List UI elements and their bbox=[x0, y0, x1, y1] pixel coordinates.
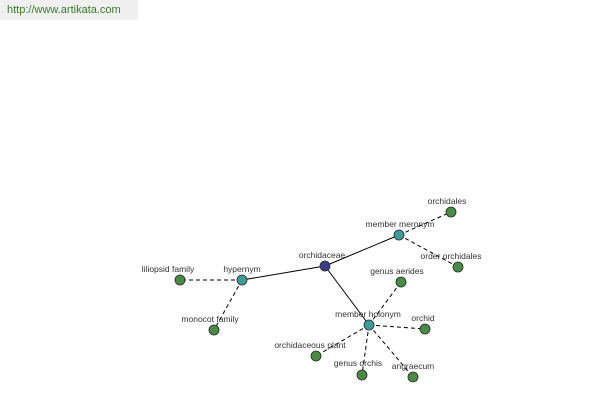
node-member-holonym[interactable] bbox=[363, 319, 375, 331]
edge-orchidaceae-to-member-meronym bbox=[324, 234, 400, 267]
node-hypernym[interactable] bbox=[236, 274, 248, 286]
node-orchidaceous-plant[interactable] bbox=[310, 350, 322, 362]
node-label-orchidaceae[interactable]: orchidaceae bbox=[299, 250, 346, 260]
node-label-liliopsid-family[interactable]: liliopsid family bbox=[142, 264, 195, 274]
node-label-member-holonym[interactable]: member holonym bbox=[335, 309, 401, 319]
edge-member-holonym-to-orchid bbox=[368, 324, 426, 330]
site-url-link[interactable]: http://www.artikata.com bbox=[7, 4, 121, 16]
edge-member-meronym-to-orchidales bbox=[398, 211, 452, 236]
node-label-hypernym[interactable]: hypernym bbox=[223, 264, 260, 274]
node-label-orchidales[interactable]: orchidales bbox=[428, 196, 467, 206]
node-orchidaceae[interactable] bbox=[319, 260, 331, 272]
edge-member-holonym-to-angraecum bbox=[368, 324, 414, 378]
node-label-genus-aerides[interactable]: genus aerides bbox=[370, 266, 423, 276]
node-label-member-meronym[interactable]: member meronym bbox=[366, 219, 435, 229]
node-monocot-family[interactable] bbox=[208, 324, 220, 336]
node-orchid[interactable] bbox=[419, 323, 431, 335]
nodes-layer bbox=[174, 206, 464, 383]
edge-member-holonym-to-genus-orchis bbox=[361, 324, 370, 376]
node-orchidales[interactable] bbox=[445, 206, 457, 218]
node-label-monocot-family[interactable]: monocot family bbox=[181, 314, 239, 324]
edge-orchidaceae-to-hypernym bbox=[241, 265, 326, 281]
node-label-order-orchidales[interactable]: order orchidales bbox=[421, 251, 482, 261]
node-label-orchid[interactable]: orchid bbox=[411, 313, 434, 323]
labels-layer: orchidaceae hypernym member meronym member … bbox=[142, 196, 482, 371]
node-label-angraecum[interactable]: angraecum bbox=[392, 361, 435, 371]
node-genus-aerides[interactable] bbox=[395, 276, 407, 288]
node-member-meronym[interactable] bbox=[393, 229, 405, 241]
node-angraecum[interactable] bbox=[407, 371, 419, 383]
edge-orchidaceae-to-member-holonym bbox=[324, 265, 370, 326]
edge-member-holonym-to-genus-aerides bbox=[368, 281, 402, 326]
node-liliopsid-family[interactable] bbox=[174, 274, 186, 286]
edges-layer bbox=[180, 211, 459, 378]
edge-member-holonym-to-orchidaceous-plant bbox=[315, 324, 370, 357]
url-bar: http://www.artikata.com bbox=[0, 0, 138, 20]
node-label-orchidaceous-plant[interactable]: orchidaceous plant bbox=[274, 340, 346, 350]
node-genus-orchis[interactable] bbox=[356, 369, 368, 381]
edge-hypernym-to-monocot-family bbox=[213, 279, 243, 331]
node-order-orchidales[interactable] bbox=[452, 261, 464, 273]
node-label-genus-orchis[interactable]: genus orchis bbox=[334, 358, 382, 368]
